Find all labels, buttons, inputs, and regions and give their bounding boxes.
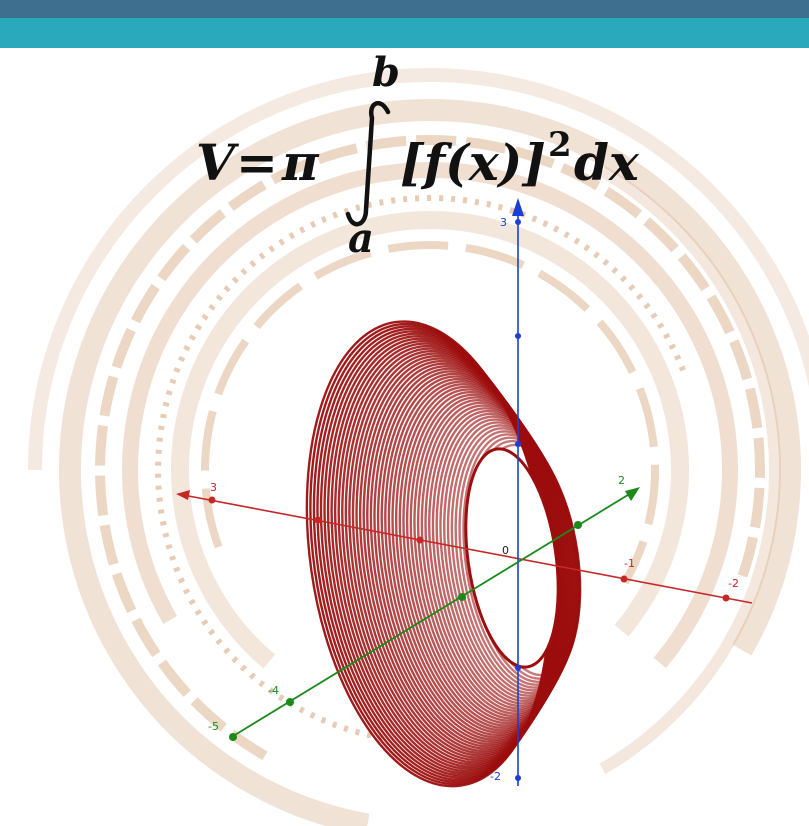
x-tick-mark bbox=[620, 575, 628, 583]
y-tick-mark bbox=[458, 593, 466, 601]
z-tick-label: -2 bbox=[490, 770, 501, 783]
x-tick-label: -2 bbox=[728, 577, 739, 590]
decorative-arc bbox=[59, 99, 801, 826]
formula-upper-limit: b bbox=[372, 49, 400, 96]
x-axis bbox=[177, 493, 753, 604]
z-axis-arrow bbox=[512, 198, 524, 216]
decorative-arc bbox=[201, 241, 659, 585]
decorative-arc bbox=[155, 195, 689, 741]
integral-sign-icon bbox=[345, 100, 391, 227]
y-axis-arrow bbox=[625, 487, 640, 501]
z-tick-label: 3 bbox=[500, 216, 507, 229]
x-tick-label: 3 bbox=[210, 481, 217, 494]
x-tick-mark bbox=[208, 496, 216, 504]
volume-formula: V = π b a [f(x)] 2 dx bbox=[196, 49, 640, 262]
y-tick-mark bbox=[574, 521, 582, 529]
revolution-surface bbox=[305, 320, 582, 788]
formula-exponent: 2 bbox=[548, 125, 572, 165]
formula-equals: = bbox=[236, 133, 278, 192]
formula-differential: dx bbox=[574, 133, 640, 192]
formula-volume-symbol: V bbox=[196, 133, 240, 192]
origin-label: 0 bbox=[502, 544, 509, 557]
z-tick-mark bbox=[515, 219, 521, 225]
x-axis-arrow bbox=[176, 490, 190, 500]
header-band bbox=[0, 0, 809, 48]
y-tick-label: 2 bbox=[618, 474, 625, 487]
y-axis bbox=[229, 489, 637, 739]
decorative-arc bbox=[599, 166, 781, 774]
z-tick-mark bbox=[515, 665, 521, 671]
decorative-arc bbox=[95, 135, 765, 761]
decorative-arcs bbox=[28, 68, 809, 826]
y-tick-label: -4 bbox=[268, 684, 279, 697]
x-tick-label: -1 bbox=[624, 557, 635, 570]
x-tick-mark bbox=[722, 594, 730, 602]
formula-integrand: [f(x)] bbox=[400, 133, 546, 192]
x-tick-mark bbox=[416, 536, 424, 544]
x-tick-mark bbox=[314, 516, 322, 524]
z-tick-mark bbox=[515, 333, 521, 339]
3d-graph: 3 -1 -2 3 -2 2 -4 -5 0 bbox=[176, 198, 753, 788]
formula-lower-limit: a bbox=[348, 215, 374, 262]
decorative-arc bbox=[171, 211, 689, 669]
z-tick-mark bbox=[515, 775, 521, 781]
decorative-arc bbox=[28, 68, 809, 471]
y-tick-mark bbox=[229, 733, 237, 741]
y-tick-label: -5 bbox=[208, 720, 219, 733]
z-tick-mark bbox=[515, 441, 521, 447]
decorative-arc bbox=[122, 162, 738, 668]
formula-pi: π bbox=[281, 133, 320, 192]
y-tick-mark bbox=[286, 698, 294, 706]
